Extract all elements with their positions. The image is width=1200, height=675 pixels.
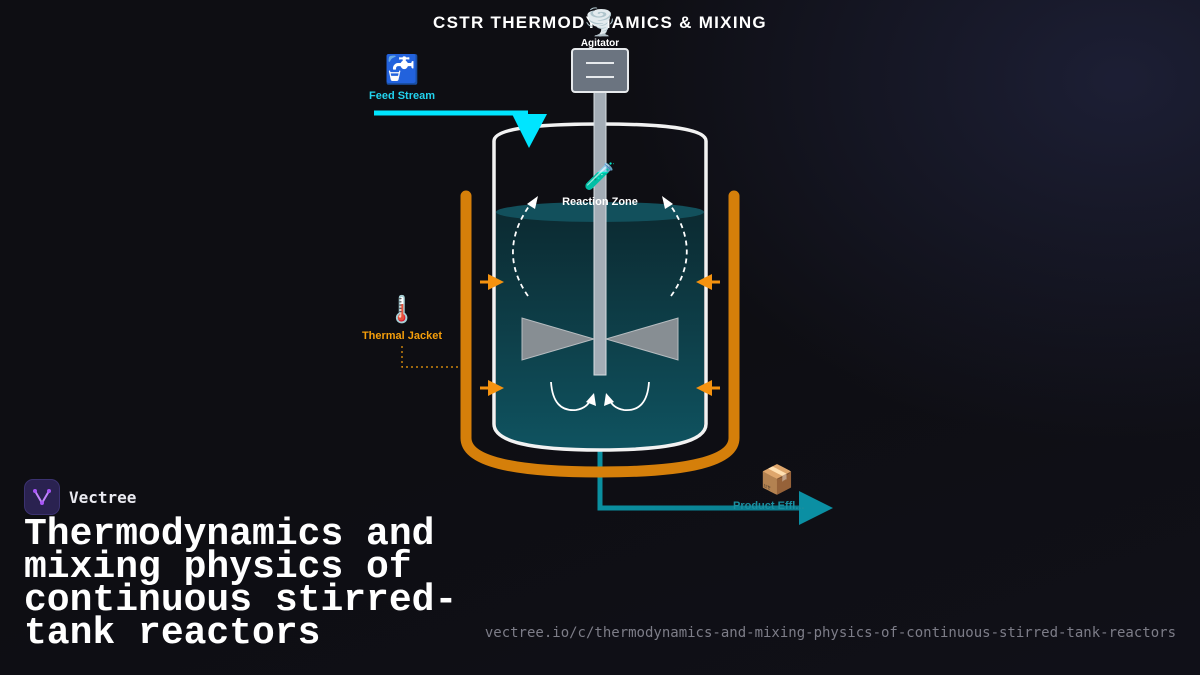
reactor-vessel	[492, 122, 708, 452]
heat-arrow-icon	[696, 380, 720, 396]
flow-arrow-icon	[527, 196, 538, 209]
impeller-blade-left	[521, 317, 596, 361]
brand: Vectree	[24, 479, 136, 515]
diagram-title: CSTR THERMODYNAMICS & MIXING	[433, 13, 767, 32]
feed-stream-label: Feed Stream	[369, 90, 435, 102]
reaction-zone-label: Reaction Zone	[562, 196, 638, 208]
agitator-shaft	[593, 91, 607, 376]
feed-pipe	[374, 110, 547, 148]
heat-arrows	[480, 274, 720, 396]
feed-stream-icon: 🚰	[385, 53, 420, 86]
agitator-icon: 🌪️	[584, 6, 616, 38]
impeller-blade-right	[604, 317, 679, 361]
heat-arrow-icon	[480, 274, 504, 290]
circulation-left	[512, 201, 533, 297]
thermal-jacket-leader	[401, 346, 458, 368]
reaction-zone-icon: 🧪	[584, 161, 616, 191]
heat-arrow-icon	[480, 380, 504, 396]
brand-name: Vectree	[69, 487, 137, 507]
flow-arrow-icon	[604, 393, 614, 406]
flow-arrow-icon	[662, 196, 673, 209]
product-effluent-label: Product Effl...	[733, 500, 805, 512]
effluent-arrow-icon	[799, 491, 833, 525]
product-effluent-icon: 📦	[760, 463, 795, 496]
bottom-swirl	[550, 381, 650, 411]
heat-arrow-icon	[696, 274, 720, 290]
feed-arrow-icon	[512, 114, 547, 148]
agitator-motor	[571, 48, 629, 93]
circulation-flows	[512, 201, 688, 297]
flow-arrow-icon	[586, 393, 596, 406]
vectree-logo-icon	[24, 479, 60, 515]
page-title: Thermodynamics and mixing physics of con…	[24, 513, 458, 655]
thermal-jacket	[460, 190, 740, 478]
thermal-jacket-icon: 🌡️	[386, 294, 418, 324]
agitator-label: Agitator	[581, 38, 619, 49]
source-url: vectree.io/c/thermodynamics-and-mixing-p…	[484, 625, 1176, 641]
thermal-jacket-label: Thermal Jacket	[362, 330, 442, 342]
circulation-right	[667, 201, 688, 297]
